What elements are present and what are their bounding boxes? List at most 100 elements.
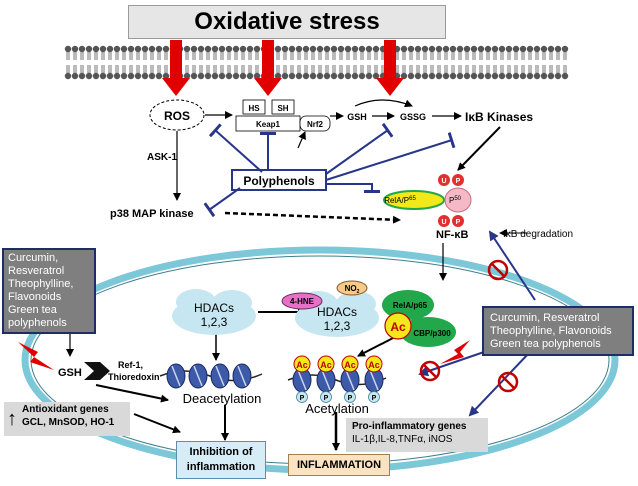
lipid-head	[106, 45, 114, 53]
lipid-head	[470, 72, 478, 80]
lipid-head	[141, 45, 149, 53]
lipid-head	[134, 45, 142, 53]
phospho-label: P	[348, 395, 353, 402]
acetyl-mark	[341, 355, 359, 373]
lipid-head	[414, 72, 422, 80]
acetyl-label: Ac	[344, 360, 356, 370]
inflammation-box: INFLAMMATION	[288, 454, 390, 476]
lipid-head	[442, 45, 450, 53]
oxidative-stress-title: Oxidative stress	[128, 5, 446, 39]
lipid-head	[155, 72, 163, 80]
lipid-head	[309, 45, 317, 53]
nfkb-label: NF-κB	[436, 229, 468, 241]
lipid-head	[428, 45, 436, 53]
sh-label: SH	[277, 104, 288, 113]
lipid-head	[218, 72, 226, 80]
p-label-2: P	[456, 219, 461, 226]
ros-node	[149, 99, 205, 131]
left-box-line: Resveratrol	[8, 265, 65, 277]
lipid-head	[288, 45, 296, 53]
hs-label: HS	[248, 104, 260, 113]
lipid-head	[358, 45, 366, 53]
lipid-head	[190, 72, 198, 80]
gsh-chevron	[84, 362, 110, 380]
lipid-head	[344, 45, 352, 53]
inhibit-right-ikb	[488, 230, 536, 301]
no2-oval	[336, 280, 368, 296]
no2-label: NO2	[345, 284, 360, 295]
lipid-head	[337, 45, 345, 53]
lipid-head	[491, 45, 499, 53]
right-polyphenol-box: Curcumin, Resveratrol Theophylline, Flav…	[482, 306, 634, 356]
lipid-head	[197, 45, 205, 53]
lipid-head	[365, 72, 373, 80]
antioxidant-genes: GCL, MnSOD, HO-1	[22, 417, 115, 428]
phospho-mark	[296, 391, 308, 403]
cbp-p300-green	[400, 317, 456, 347]
acetyl-label: Ac	[320, 360, 332, 370]
lipid-head	[64, 45, 72, 53]
lipid-head	[197, 72, 205, 80]
phospho-label: P	[372, 395, 377, 402]
lipid-head	[456, 72, 464, 80]
left-box-line: Flavonoids	[8, 291, 62, 303]
lipid-head	[344, 72, 352, 80]
ref1-l2: Thioredoxin	[108, 372, 160, 382]
hdacs-right-l1: HDACs	[317, 305, 357, 319]
lipid-head	[484, 72, 492, 80]
polyphenols-label: Polyphenols	[243, 174, 315, 188]
acetylation-label: Acetylation	[305, 401, 369, 416]
lipid-head	[484, 45, 492, 53]
left-box-line: Theophylline,	[8, 278, 74, 290]
lipid-head	[253, 72, 261, 80]
acetyl-mark	[317, 355, 335, 373]
lipid-head	[183, 45, 191, 53]
lipid-head	[113, 72, 121, 80]
chromatin-deacetylated	[159, 363, 263, 389]
lipid-head	[120, 45, 128, 53]
lipid-head	[309, 72, 317, 80]
stress-arrow-2	[254, 40, 282, 96]
left-polyphenol-box: Curcumin, Resveratrol Theophylline, Flav…	[2, 248, 96, 334]
lipid-head	[561, 72, 569, 80]
acetyl-mark	[293, 355, 311, 373]
lipid-head	[316, 72, 324, 80]
lipid-head	[428, 72, 436, 80]
lipid-head	[274, 72, 282, 80]
lipid-head	[183, 72, 191, 80]
lipid-head	[554, 45, 562, 53]
lipid-head	[295, 72, 303, 80]
p38-label: p38 MAP kinase	[110, 208, 194, 220]
nucleosome-wrap	[171, 365, 181, 387]
lipid-head	[190, 45, 198, 53]
hne-oval	[281, 292, 323, 310]
proinflammatory-title: Pro-inflammatory genes	[352, 421, 467, 432]
ac-large-label: Ac	[390, 320, 406, 334]
lipid-head	[141, 72, 149, 80]
stress-arrow-1	[162, 40, 190, 96]
arrow-keap1-nrf2	[297, 131, 306, 149]
stress-arrow-3	[376, 40, 404, 96]
right-box-line: Theophylline, Flavonoids	[490, 325, 612, 337]
keap1-complex	[235, 99, 331, 132]
lipid-head	[218, 45, 226, 53]
hdacs-right-l2: 1,2,3	[324, 319, 351, 333]
antioxidant-title: Antioxidant genes	[22, 404, 109, 415]
cbp-label: CBP/p300	[413, 329, 451, 338]
lipid-head	[225, 45, 233, 53]
lipid-head	[519, 45, 527, 53]
lipid-head	[365, 45, 373, 53]
lipid-head	[92, 45, 100, 53]
lipid-head	[554, 72, 562, 80]
lipid-head	[351, 45, 359, 53]
lipid-head	[540, 72, 548, 80]
lipid-head	[561, 45, 569, 53]
lightning-bolt-left	[18, 342, 54, 370]
lipid-head	[498, 72, 506, 80]
nucleosome-wrap	[215, 365, 225, 387]
hdac-cloud-left	[172, 289, 256, 335]
lipid-head	[498, 45, 506, 53]
lipid-head	[449, 45, 457, 53]
inhibition-line: inflammation	[186, 461, 256, 473]
lipid-head	[505, 72, 513, 80]
